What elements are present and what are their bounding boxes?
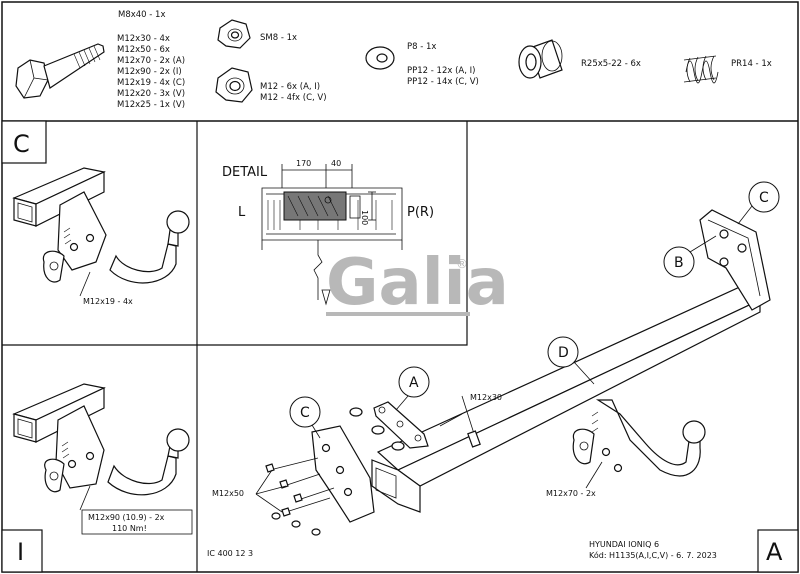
main-assembly: C B D A C M12x30 M12x50 M12x70 - 2x [212,181,780,536]
callout-c-top-text: C [759,190,769,206]
parts-list: M8x40 - 1x M12x30 - 4x M12x50 - 6x M12x7… [15,10,772,110]
detail-box [197,121,468,346]
nut-m12-label-1: M12 - 4fx (C, V) [260,93,327,103]
nut-sm8-icon [217,19,251,49]
callout-c-left-text: C [300,405,310,421]
galia-logo: Galia ® [326,246,509,320]
bolt-m12-label-3: M12x90 - 2x (I) [117,67,182,77]
detail-left-label: L [238,205,246,220]
bolt-icon [15,43,105,99]
callout-b-text: B [674,255,684,271]
panel-i-letter-box [1,529,43,573]
washer-icon [365,46,395,70]
logo-underline [326,312,470,316]
panel-c-letter: C [13,130,30,158]
bolt-m12-label-5: M12x20 - 3x (V) [117,89,185,99]
detail-dim-b: 40 [331,159,341,168]
product-code: Kód: H1135(A,I,C,V) - 6. 7. 2023 [589,550,717,560]
spring-label: PR14 - 1x [731,59,772,69]
washer-pp12-label-1: PP12 - 14x (C, V) [407,77,479,87]
logo-registered: ® [456,257,468,271]
callout-a-text: A [409,375,419,391]
panel-i: I M12x90 (10.9) - 2x 110 Nm! [1,383,193,573]
callout-b [663,246,695,278]
bolt-m8-label: M8x40 - 1x [118,10,166,20]
bolt-m12-label-1: M12x50 - 6x [117,45,170,55]
detail-title: DETAIL [222,165,268,180]
detail-dim-a: 170 [296,159,311,168]
doc-number: IC 400 12 3 [207,549,253,558]
variant-letter-box [757,529,799,573]
callout-d-text: D [558,345,569,361]
vehicle-name: HYUNDAI IONIQ 6 [589,540,659,549]
spring-icon [683,55,719,84]
bolt-m12-label-0: M12x30 - 4x [117,34,170,44]
bolt-m12-label-6: M12x25 - 1x (V) [117,100,185,110]
spacer-label: R25x5-22 - 6x [581,59,641,69]
detail-right-label: P(R) [407,205,434,220]
logo-text: Galia [326,246,509,320]
panel-i-label-box [81,509,193,535]
callout-c-left [289,396,321,428]
panel-i-letter: I [17,538,24,566]
washer-p8-label: P8 - 1x [407,42,436,52]
washer-pp12-label-0: PP12 - 12x (A, I) [407,66,475,76]
callout-a [398,366,430,398]
variant-letter: A [766,538,783,566]
label-m12x30: M12x30 [470,393,502,402]
nut-sm8-label: SM8 - 1x [260,33,297,43]
detail-dim-v: 100 [360,210,369,225]
panel-i-torque: 110 Nm! [112,524,147,533]
label-m12x50: M12x50 [212,489,244,498]
nut-m12-label-0: M12 - 6x (A, I) [260,82,320,92]
callout-d [547,336,579,368]
spacer-icon [518,39,563,79]
panel-i-bolt-label: M12x90 (10.9) - 2x [88,513,165,522]
callout-c-top [748,181,780,213]
panel-c-bolt-label: M12x19 - 4x [83,297,133,306]
detail-view: DETAIL 170 40 100 L P(R) [222,159,434,306]
panel-c: C M12x19 - 4x [1,120,190,306]
bolt-m12-label-2: M12x70 - 2x (A) [117,56,185,66]
panel-c-letter-box [1,120,47,164]
nut-m12-icon [215,67,253,103]
bolt-m12-label-4: M12x19 - 4x (C) [117,78,185,88]
label-m12x70: M12x70 - 2x [546,489,596,498]
